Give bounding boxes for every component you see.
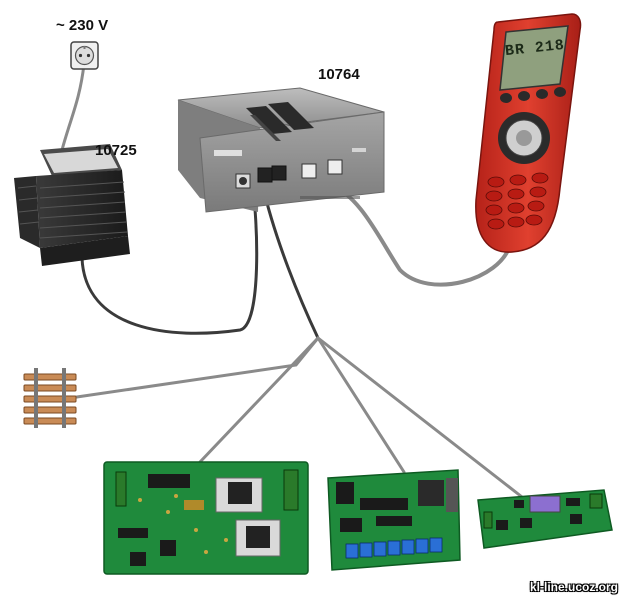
handheld-controller-icon <box>475 13 582 253</box>
transformer-label: 10725 <box>95 142 137 159</box>
track-feed-cable <box>68 336 320 400</box>
amplifier-label: 10764 <box>318 66 360 83</box>
watermark: kl-line.ucoz.org <box>529 580 618 594</box>
power-cable <box>80 180 259 335</box>
amplifier-icon <box>177 87 385 213</box>
decoder-board-icon <box>477 489 613 549</box>
bus-cable-board-2 <box>316 336 406 474</box>
mains-voltage-label: ~ 230 V <box>56 17 109 34</box>
bus-cable-board-1 <box>198 336 320 464</box>
mains-cable <box>60 62 86 152</box>
decoder-board-icon <box>103 461 309 575</box>
wall-socket-icon <box>70 41 99 70</box>
track-output-cable <box>260 181 320 340</box>
track-icon <box>23 368 77 428</box>
handheld-cable <box>328 183 512 287</box>
transformer-icon <box>14 144 130 266</box>
bus-cable-board-3 <box>316 336 524 499</box>
decoder-board-icon <box>327 469 461 571</box>
